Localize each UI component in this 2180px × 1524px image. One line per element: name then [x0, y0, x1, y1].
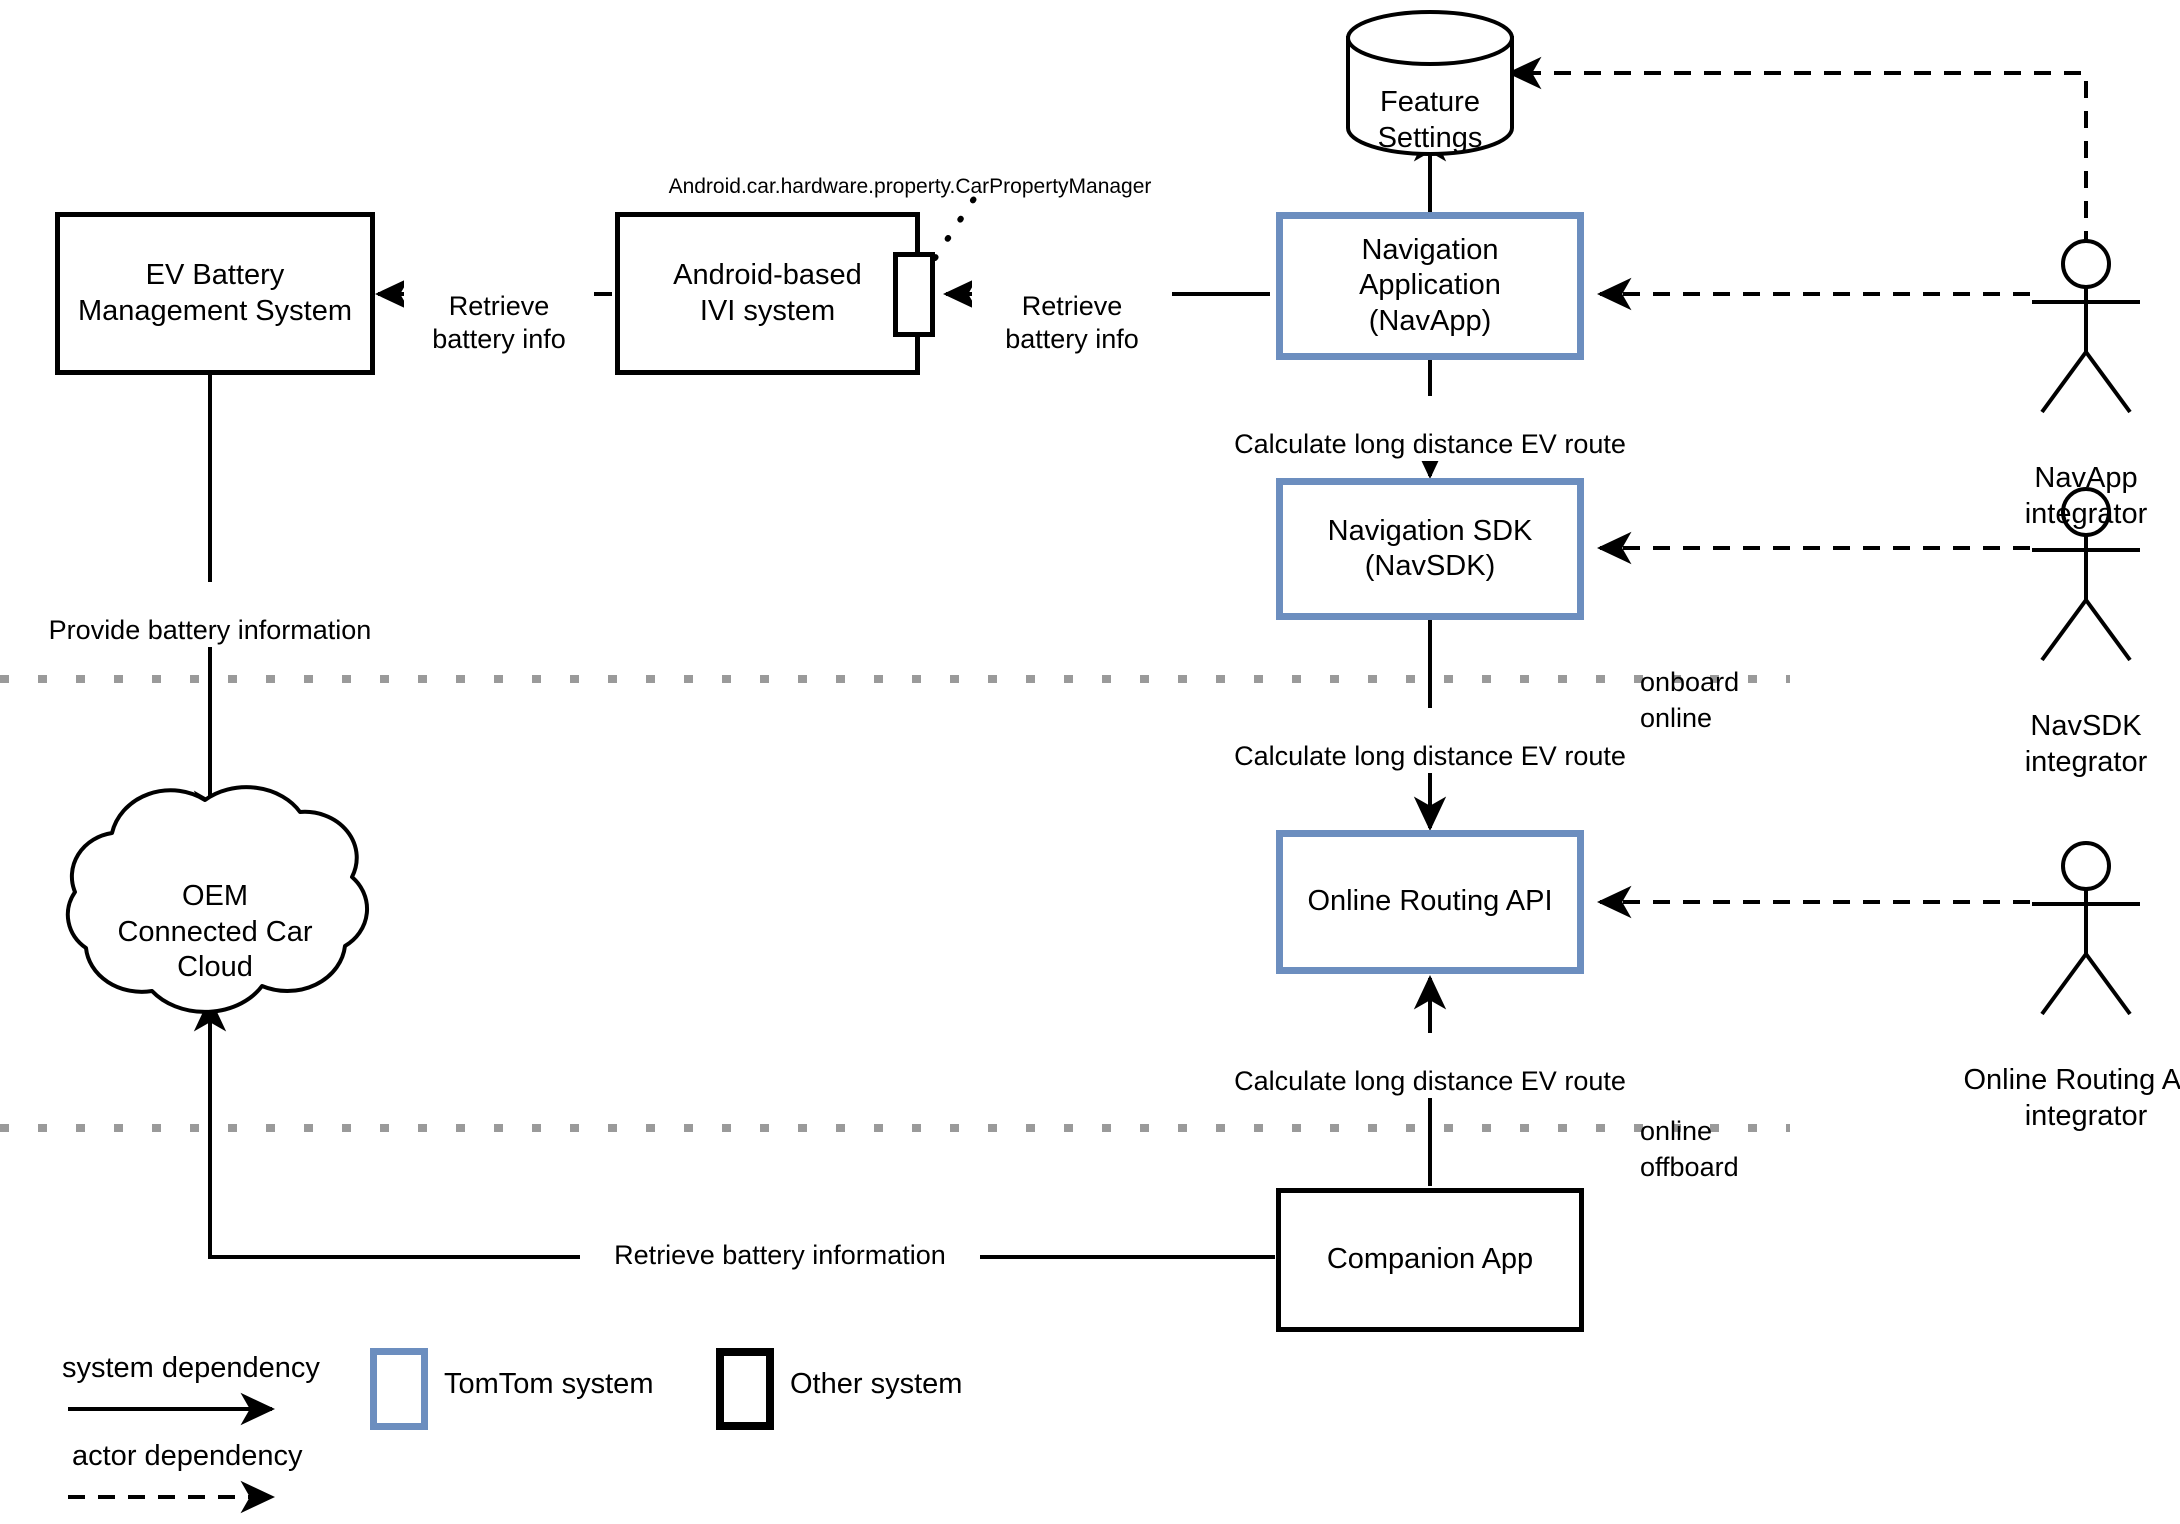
edge-label-text: Calculate long distance EV route [1234, 741, 1626, 772]
legend-text: Other system [790, 1368, 963, 1400]
divider-label-online-lower: online [1640, 1082, 1830, 1148]
legend-swatch-tomtom-system [370, 1348, 428, 1430]
divider-label-offboard: offboard [1640, 1118, 1830, 1184]
divider-label-online-upper: online [1640, 669, 1830, 735]
edge-label-navapp-to-navsdk: Calculate long distance EV route [1190, 396, 1670, 461]
edge-label-bms-to-oem-cloud: Provide battery information [30, 582, 390, 647]
ivi-car-property-manager-port[interactable] [893, 252, 935, 337]
edge-label-text: Retrieve battery information [614, 1240, 946, 1271]
edge-label-companion-app-to-online-routing-api: Calculate long distance EV route [1190, 1033, 1670, 1098]
node-feature-settings[interactable]: Feature Settings [1340, 50, 1520, 156]
actor-online-routing-api-integrator-figure [2032, 841, 2140, 1016]
node-label: Navigation SDK (NavSDK) [1327, 514, 1533, 582]
edge-label-text: Retrieve battery info [432, 291, 566, 354]
edge-label-text: Calculate long distance EV route [1234, 1066, 1626, 1097]
actor-caption-text: NavSDK integrator [2024, 710, 2148, 778]
edge-label-text: Provide battery information [48, 615, 372, 646]
legend-text: actor dependency [72, 1440, 303, 1472]
edge-label-navsdk-to-online-routing-api: Calculate long distance EV route [1190, 708, 1670, 773]
node-online-routing-api[interactable]: Online Routing API [1276, 830, 1584, 974]
node-ev-battery-management-system[interactable]: EV Battery Management System [55, 212, 375, 375]
node-companion-app[interactable]: Companion App [1276, 1188, 1584, 1332]
edge-label-ivi-to-bms: Retrieve battery info [404, 258, 594, 356]
edge-label-companion-app-to-oem-cloud: Retrieve battery information [580, 1207, 980, 1272]
edge-label-text: Retrieve battery info [1005, 291, 1139, 354]
node-label: OEM Connected Car Cloud [117, 880, 313, 984]
divider-label-text: offboard [1640, 1151, 1739, 1182]
node-oem-connected-car-cloud[interactable]: OEM Connected Car Cloud [75, 844, 355, 986]
node-label: Companion App [1326, 1243, 1534, 1276]
node-label: EV Battery Management System [77, 259, 352, 327]
legend-text: system dependency [62, 1352, 320, 1384]
legend-label-tomtom-system: TomTom system [444, 1368, 653, 1401]
actor-caption-text: Online Routing API integrator [1963, 1064, 2180, 1132]
actor-caption-online-routing-api-integrator: Online Routing API integrator [1896, 1028, 2180, 1134]
node-label: Feature Settings [1377, 86, 1483, 154]
legend-label-system-dependency: system dependency [62, 1352, 320, 1385]
edge-label-navapp-to-ivi: Retrieve battery info [972, 258, 1172, 356]
actor-navapp-integrator-figure [2032, 239, 2140, 414]
actor-caption-navapp-integrator: NavApp integrator [1946, 426, 2180, 532]
interface-annotation-text: Android.car.hardware.property.CarPropert… [668, 174, 1152, 198]
legend-label-actor-dependency: actor dependency [72, 1440, 303, 1473]
divider-label-text: online [1640, 702, 1713, 733]
actor-caption-text: NavApp integrator [2024, 462, 2148, 530]
node-android-ivi-system[interactable]: Android-based IVI system [615, 212, 920, 375]
divider-label-onboard: onboard [1640, 633, 1830, 699]
edge-label-text: Calculate long distance EV route [1234, 429, 1626, 460]
node-label: Android-based IVI system [673, 259, 862, 327]
node-navigation-sdk[interactable]: Navigation SDK (NavSDK) [1276, 478, 1584, 620]
legend-swatch-other-system [716, 1348, 774, 1430]
node-label: Navigation Application (NavApp) [1359, 233, 1501, 337]
node-label: Online Routing API [1307, 885, 1553, 918]
edge-navapp-integrator-to-feature-settings [1507, 56, 2088, 248]
divider-label-text: online [1640, 1115, 1713, 1146]
node-navigation-application[interactable]: Navigation Application (NavApp) [1276, 212, 1584, 360]
interface-annotation-label: Android.car.hardware.property.CarPropert… [600, 148, 1220, 199]
legend-label-other-system: Other system [790, 1368, 962, 1401]
divider-label-text: onboard [1640, 666, 1740, 697]
actor-caption-navsdk-integrator: NavSDK integrator [1946, 674, 2180, 780]
legend-text: TomTom system [444, 1368, 654, 1400]
